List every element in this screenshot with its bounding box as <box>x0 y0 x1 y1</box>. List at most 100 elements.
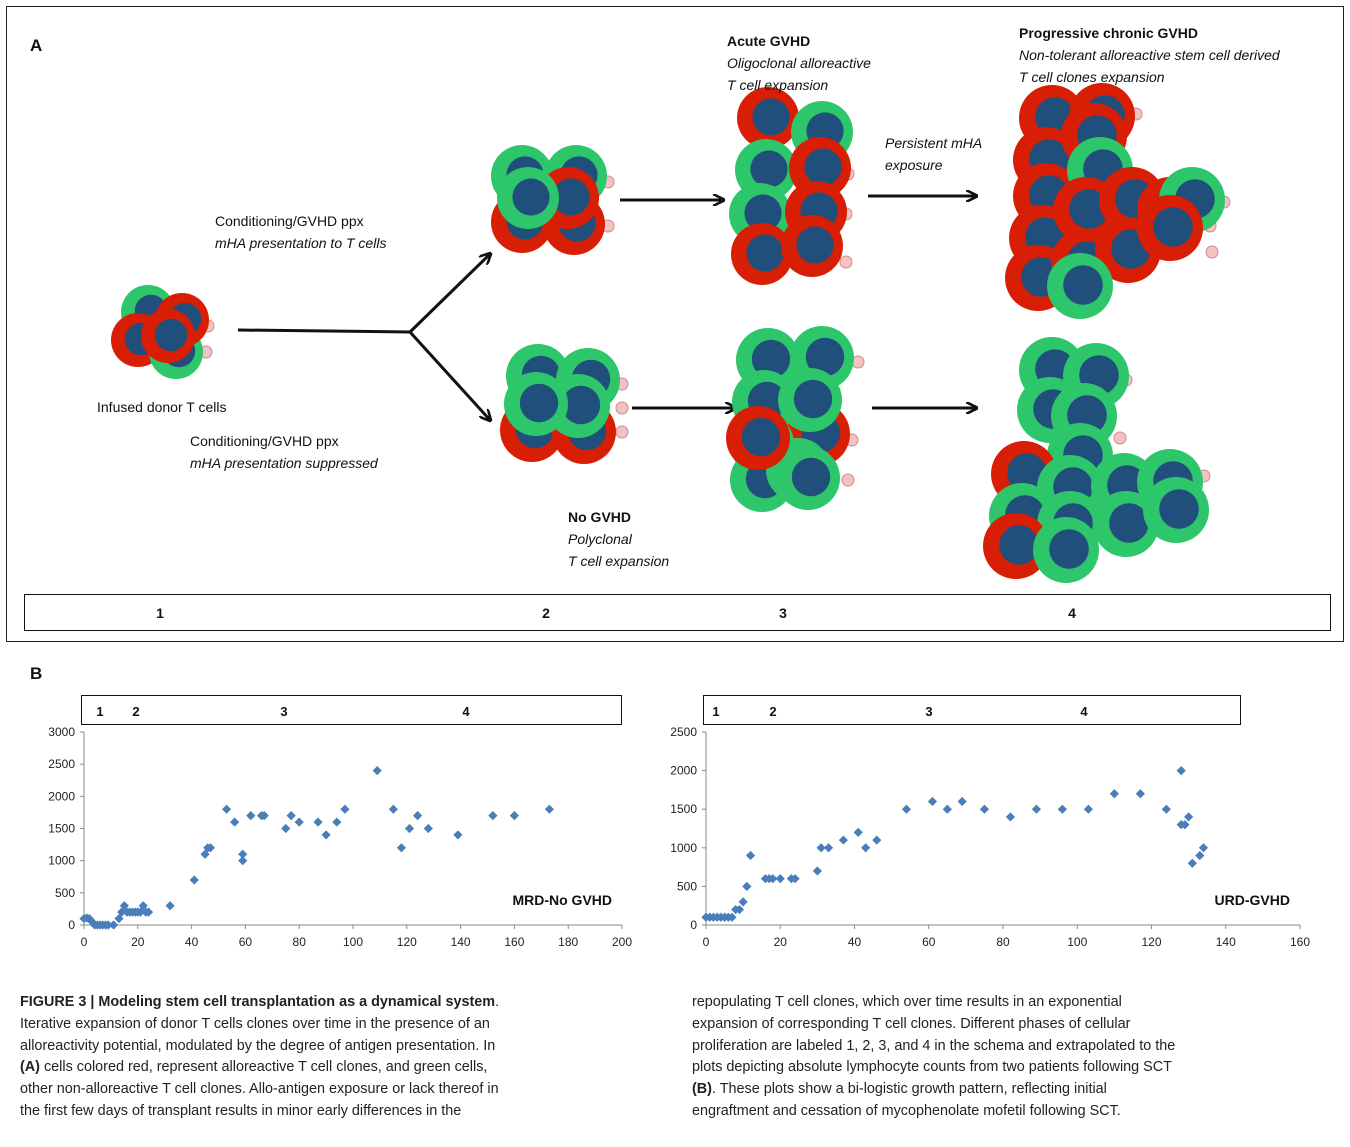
data-point <box>84 913 94 924</box>
data-point <box>453 830 463 840</box>
y-tick-label: 2500 <box>670 725 697 739</box>
plot1-phase-1: 1 <box>96 704 104 719</box>
data-point <box>742 881 752 891</box>
data-point <box>388 804 398 814</box>
alloreactive-t-cell <box>731 223 793 285</box>
non-alloreactive-t-cell <box>504 372 568 436</box>
caption-right-column: repopulating T cell clones, which over t… <box>692 992 1332 1123</box>
receptor-mark <box>839 255 853 269</box>
data-point <box>1005 812 1016 822</box>
x-tick-label: 140 <box>451 935 471 949</box>
cluster-chronic <box>1005 83 1231 319</box>
x-tick-label: 20 <box>774 935 788 949</box>
x-tick-label: 60 <box>922 935 936 949</box>
data-point <box>812 866 822 876</box>
data-point <box>165 901 175 911</box>
non-alloreactive-t-cell <box>776 446 840 510</box>
data-point <box>957 796 967 807</box>
cluster-infused <box>111 285 215 379</box>
data-point <box>404 823 415 834</box>
schema-diagram <box>111 83 1231 583</box>
x-tick-label: 100 <box>343 935 363 949</box>
x-tick-label: 200 <box>612 935 632 949</box>
cluster-nogvhd <box>726 326 865 512</box>
alloreactive-t-cell <box>983 513 1049 579</box>
receptor-mark <box>841 473 855 487</box>
panel-b-letter: B <box>30 664 43 683</box>
x-tick-label: 120 <box>1141 935 1161 949</box>
data-point <box>838 835 848 845</box>
x-tick-label: 80 <box>293 935 307 949</box>
branch-up-arrow <box>408 254 490 334</box>
data-point <box>340 804 350 814</box>
plot2-phase-2: 2 <box>769 704 777 719</box>
data-point <box>321 830 331 840</box>
non-alloreactive-t-cell <box>1047 253 1113 319</box>
x-tick-label: 80 <box>996 935 1010 949</box>
data-point <box>103 920 113 930</box>
x-tick-label: 160 <box>504 935 524 949</box>
data-point <box>1083 804 1093 814</box>
plot1-phase-2: 2 <box>132 704 140 719</box>
data-point <box>1135 789 1145 799</box>
acute-gvhd-label: Acute GVHD Oligoclonal alloreactive T ce… <box>727 33 871 93</box>
non-alloreactive-t-cell <box>1093 491 1159 557</box>
y-tick-label: 1000 <box>670 841 697 855</box>
data-point <box>238 849 248 859</box>
phase-label-3: 3 <box>779 605 787 621</box>
chronic-gvhd-label: Progressive chronic GVHD Non-tolerant al… <box>1019 25 1280 85</box>
x-tick-label: 180 <box>558 935 578 949</box>
caption-line: (B). These plots show a bi-logistic grow… <box>692 1081 1107 1098</box>
conditioning-top-label: Conditioning/GVHD ppx mHA presentation t… <box>215 213 387 251</box>
non-alloreactive-t-cell <box>778 368 842 432</box>
alloreactive-t-cell <box>781 215 843 277</box>
y-tick-label: 0 <box>68 918 75 932</box>
non-alloreactive-t-cell <box>1143 477 1209 543</box>
phase-label-4: 4 <box>1068 605 1076 621</box>
no-gvhd-label: No GVHD Polyclonal T cell expansion <box>568 509 670 569</box>
data-point <box>979 804 990 814</box>
caption-line: engraftment and cessation of mycophenola… <box>692 1102 1121 1119</box>
receptor-mark <box>615 401 629 415</box>
plot2-phase-3: 3 <box>925 704 933 719</box>
data-point <box>1184 812 1194 822</box>
data-point <box>901 804 912 814</box>
data-point <box>823 843 834 853</box>
caption-line: (A) cells colored red, represent allorea… <box>20 1059 488 1076</box>
x-tick-label: 0 <box>81 935 88 949</box>
y-tick-label: 1500 <box>670 802 697 816</box>
data-point <box>853 827 863 837</box>
cluster-nogvhd-early <box>500 344 629 464</box>
data-point <box>332 817 342 827</box>
x-tick-label: 60 <box>239 935 253 949</box>
phase-bar <box>24 594 1331 631</box>
alloreactive-t-cell <box>141 309 195 363</box>
plot-series-label: URD-GVHD <box>1215 892 1290 908</box>
data-point <box>294 817 304 827</box>
data-point <box>423 823 433 834</box>
y-tick-label: 3000 <box>48 725 75 739</box>
data-point <box>1180 820 1190 830</box>
alloreactive-t-cell <box>726 406 790 470</box>
caption-line: expansion of corresponding T cell clones… <box>692 1015 1131 1032</box>
data-point <box>1057 804 1067 814</box>
data-point <box>372 766 382 776</box>
phase-label-2: 2 <box>542 605 550 621</box>
y-tick-label: 0 <box>690 918 697 932</box>
panel-a-letter: A <box>30 36 43 55</box>
y-tick-label: 1500 <box>48 822 75 836</box>
infused-label: Infused donor T cells <box>97 399 227 415</box>
branch-down-arrow <box>408 330 490 420</box>
data-point <box>1187 858 1197 868</box>
data-point <box>412 811 423 821</box>
caption-line: repopulating T cell clones, which over t… <box>692 994 1122 1010</box>
receptor-mark <box>615 425 629 439</box>
plot1-phase-bar <box>81 695 622 725</box>
plot2-phase-bar <box>703 695 1241 725</box>
figure-frame <box>6 6 1344 642</box>
data-point <box>745 850 756 861</box>
x-tick-label: 40 <box>185 935 199 949</box>
x-tick-label: 40 <box>848 935 862 949</box>
data-point <box>927 796 938 807</box>
